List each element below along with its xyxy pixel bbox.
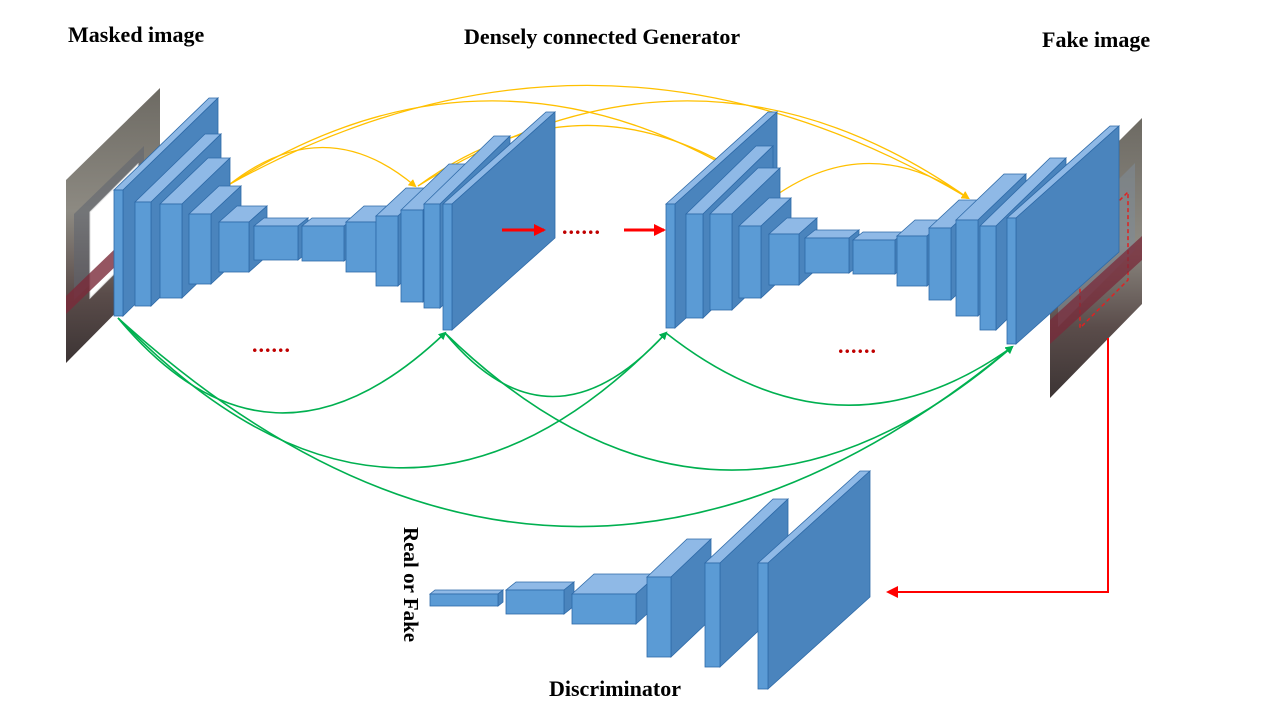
- fake-image-label: Fake image: [1042, 27, 1151, 52]
- discriminator-label: Discriminator: [549, 676, 681, 701]
- discriminator-layer-1: [428, 589, 505, 607]
- discriminator-blocks: [428, 470, 872, 690]
- masked-image-label: Masked image: [68, 22, 205, 47]
- green-dense-arc-1: [117, 317, 447, 414]
- green-dense-arc-6: [665, 332, 1014, 406]
- yellow-skip-arc-2: [229, 100, 777, 198]
- ellipsis-between-generators: ......: [562, 214, 601, 239]
- discriminator-layer-5: [703, 498, 790, 668]
- discriminator-layer-2: [504, 581, 576, 615]
- generator-blocks: [113, 97, 1121, 345]
- green-dense-connections: [117, 317, 1014, 528]
- discriminator-layer-4: [645, 538, 713, 658]
- yellow-skip-arc-3: [229, 84, 970, 200]
- ellipsis-left-connections: ......: [252, 332, 291, 357]
- discriminator-layer-3: [570, 573, 660, 625]
- real-or-fake-label: Real or Fake: [399, 527, 423, 643]
- generator-title: Densely connected Generator: [464, 24, 741, 49]
- yellow-skip-connections: [229, 84, 970, 200]
- generator-1-layer-6: [252, 217, 310, 261]
- yellow-skip-arc-6: [774, 162, 970, 200]
- green-dense-arc-4: [444, 331, 668, 398]
- yellow-skip-arc-1: [229, 146, 417, 188]
- fake-to-discriminator-arrow: [886, 338, 1109, 598]
- ellipsis-right-connections: ......: [838, 333, 877, 358]
- green-dense-arc-2: [117, 317, 668, 469]
- green-dense-arc-5: [444, 332, 1014, 471]
- generator-1-layer-12: [441, 111, 557, 331]
- green-dense-arc-3: [117, 317, 1014, 528]
- discriminator-layer-6: [756, 470, 872, 690]
- generator-2-layer-12: [1005, 125, 1121, 345]
- red-flow-arrows: [502, 224, 1109, 598]
- generator-2-layer-6: [803, 229, 861, 274]
